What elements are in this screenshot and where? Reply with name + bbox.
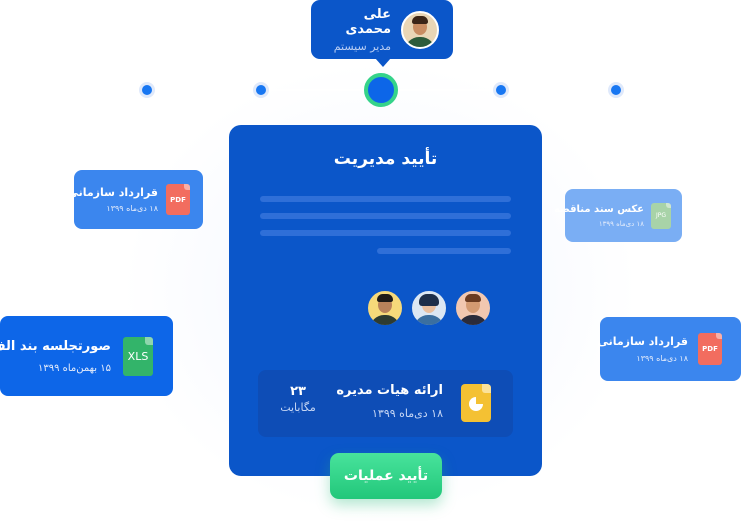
pdf-file-icon: PDF [166,184,190,215]
approve-operation-button[interactable]: تأیید عملیات [330,453,442,499]
approval-card: تأیید مدیریت ارائه هیات مدیره ۱۸ دی‌ماه … [229,125,542,476]
document-date: ۱۸ دی‌ماه ۱۳۹۹ [372,407,443,420]
document-size: ۲۳ مگابایت [278,384,318,414]
file-card-tender-photo[interactable]: JPG عکس سند مناقصه ۱۸ دی‌ماه ۱۳۹۹ [554,189,682,242]
text-placeholder-line [377,248,511,254]
timeline-step-active[interactable] [364,73,398,107]
file-name: قرارداد سازمانی [597,335,688,348]
member-avatars [366,289,492,327]
document-size-unit: مگابایت [280,401,316,414]
text-placeholder-line [260,230,511,236]
file-date: ۱۸ دی‌ماه ۱۳۹۹ [598,219,644,228]
xls-file-icon: XLS [123,336,153,376]
member-avatar-icon[interactable] [366,289,404,327]
file-date: ۱۵ بهمن‌ماه ۱۳۹۹ [37,362,111,374]
user-avatar-icon [401,10,439,49]
user-name: علی محمدی [345,6,391,37]
file-card-minutes[interactable]: XLS صورتجلسه بند الف ۱۵ بهمن‌ماه ۱۳۹۹ [0,316,173,396]
member-avatar-icon[interactable] [410,289,448,327]
timeline-step-4[interactable] [493,82,509,98]
presentation-file-icon [461,384,491,422]
text-placeholder-line [260,196,511,202]
document-size-value: ۲۳ [290,384,306,399]
file-name: قرارداد سازمانی [67,186,158,199]
timeline-step-2[interactable] [253,82,269,98]
member-avatar-icon[interactable] [454,289,492,327]
document-item[interactable]: ارائه هیات مدیره ۱۸ دی‌ماه ۱۳۹۹ ۲۳ مگابا… [258,370,513,437]
approval-title: تأیید مدیریت [333,149,438,169]
file-name: صورتجلسه بند الف [0,338,111,354]
user-card: علی محمدی مدیر سیستم [311,0,453,67]
document-title: ارائه هیات مدیره [336,383,443,398]
file-date: ۱۸ دی‌ماه ۱۳۹۹ [106,204,158,213]
jpg-file-icon: JPG [651,202,671,229]
text-placeholder-line [260,213,511,219]
user-role: مدیر سیستم [333,39,391,53]
file-card-contract-left[interactable]: PDF قرارداد سازمانی ۱۸ دی‌ماه ۱۳۹۹ [67,170,203,229]
file-name: عکس سند مناقصه [554,203,644,215]
timeline-step-5[interactable] [608,82,624,98]
file-date: ۱۸ دی‌ماه ۱۳۹۹ [636,354,688,363]
timeline-step-1[interactable] [139,82,155,98]
pdf-file-icon: PDF [698,333,722,365]
file-card-contract-right[interactable]: PDF قرارداد سازمانی ۱۸ دی‌ماه ۱۳۹۹ [597,317,741,381]
